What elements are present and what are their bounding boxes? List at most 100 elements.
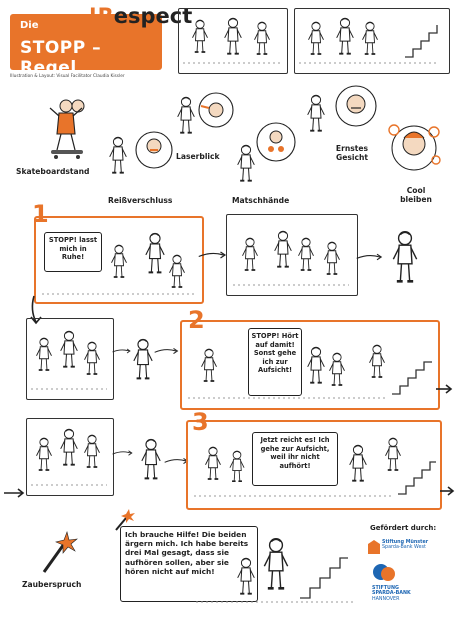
step1-speech-bubble: STOPP! lasst mich in Ruhe! — [44, 232, 102, 272]
stairs-icon — [405, 25, 438, 58]
ground-line — [31, 388, 107, 390]
kid-figure — [110, 244, 128, 280]
kid-figure — [59, 427, 79, 469]
title-banner: Die STOPP – Regel — [10, 14, 162, 78]
magic-wand-small-icon — [115, 509, 135, 531]
kid-figure — [35, 437, 53, 473]
laser-kid-figure — [176, 92, 234, 148]
step2-panel: STOPP! Hört auf damit! Sonst gehe ich zu… — [180, 320, 440, 410]
kid-figure — [223, 17, 243, 57]
kid-figure — [273, 229, 293, 271]
step1-result-panel — [226, 214, 358, 296]
kid-figure — [328, 352, 346, 388]
kid-figure — [35, 337, 53, 373]
page-title: STOPP – Regel — [20, 38, 102, 78]
magic-speech-text: Ich brauche Hilfe! Die beiden ärgern mic… — [125, 530, 249, 576]
stairs-icon — [398, 461, 436, 495]
mud-hands-kid-figure — [236, 122, 296, 188]
kid-figure — [348, 444, 368, 484]
flow-arrow — [198, 250, 228, 260]
pose-label-zipper: Reißverschluss — [108, 196, 173, 205]
ground-line — [188, 397, 388, 399]
sponsor-1-line1: Stiftung Münster — [382, 540, 429, 545]
step3-panel: Jetzt reicht es! Ich gehe zur Aufsicht, … — [186, 420, 442, 510]
kid-figure — [132, 336, 154, 384]
kid-figure — [228, 450, 246, 484]
ground-line — [233, 284, 349, 286]
kid-figure — [83, 433, 101, 471]
title-line1: Die — [20, 20, 39, 31]
sponsor-2-line3: HANNOVER — [372, 596, 400, 602]
sponsor-1: Stiftung Münster Sparda-Bank West — [382, 540, 428, 551]
kid-figure — [204, 446, 222, 482]
step3-speech-bubble: Jetzt reicht es! Ich gehe zur Aufsicht, … — [252, 432, 338, 486]
flow-arrow — [356, 252, 384, 262]
kid-figure — [335, 17, 355, 57]
pose-label-laser: Laserblick — [176, 152, 220, 161]
illustration-credit: Illustration & Layout: Visual Facilitato… — [10, 74, 125, 79]
kid-figure — [59, 329, 79, 371]
intro-panel-1 — [178, 8, 288, 74]
kid-figure — [140, 436, 162, 484]
cool-kid-figure — [388, 124, 441, 171]
ground-line — [194, 495, 394, 497]
zipper-kid-figure — [108, 131, 173, 188]
flow-arrow-down — [30, 295, 42, 325]
ground-line — [31, 484, 107, 486]
kid-figure — [83, 341, 101, 377]
stairs-icon — [392, 361, 432, 395]
pose-label-mud: Matschhände — [232, 196, 290, 205]
kid-figure — [144, 232, 166, 276]
serious-face-kid-figure — [306, 85, 377, 142]
kid-figure — [200, 348, 218, 384]
kid-figure — [306, 346, 326, 386]
step2-speech-text: STOPP! Hört auf damit! Sonst gehe ich zu… — [251, 332, 299, 374]
skateboard-kid-figure — [49, 99, 85, 159]
magic-wand-icon — [42, 530, 78, 573]
flow-arrow — [4, 488, 25, 498]
pose-label-cool: Cool bleiben — [400, 186, 432, 204]
pose-label-serious: Ernstes Gesicht — [335, 144, 369, 162]
step3-speech-text: Jetzt reicht es! Ich gehe zur Aufsicht, … — [260, 436, 330, 470]
kid-figure — [307, 21, 325, 57]
sponsors-heading: Gefördert durch: — [370, 524, 437, 532]
kid-cheering-figure — [390, 230, 420, 286]
step3-lead-panel — [26, 418, 114, 496]
kid-figure — [297, 237, 315, 273]
kid-figure — [323, 241, 341, 277]
kid-figure — [191, 19, 209, 55]
step1-panel: STOPP! lasst mich in Ruhe! — [34, 216, 204, 304]
magic-speech-bubble: Ich brauche Hilfe! Die beiden ärgern mic… — [120, 526, 258, 602]
flow-arrow — [154, 346, 180, 356]
kid-figure — [368, 342, 386, 382]
flow-arrow — [112, 346, 132, 356]
brand-logo: !Respect — [88, 4, 192, 28]
kid-figure — [361, 21, 379, 57]
kid-figure — [253, 21, 271, 57]
kid-figure — [168, 254, 186, 290]
sponsor-2: STIFTUNG SPARDA-BANK HANNOVER — [372, 586, 411, 602]
magic-spell-label: Zauberspruch — [22, 580, 82, 589]
step2-speech-bubble: STOPP! Hört auf damit! Sonst gehe ich zu… — [248, 328, 302, 396]
kid-figure — [236, 556, 256, 598]
brand-mark: !R — [88, 4, 114, 28]
pose-label-skateboard: Skateboardstand — [16, 167, 90, 176]
flow-arrow — [440, 486, 455, 496]
sponsor-1-line2: Sparda-Bank West — [382, 545, 426, 551]
intro-panel-2 — [294, 8, 450, 74]
adult-figure — [262, 530, 290, 600]
ground-line — [196, 601, 356, 603]
ground-line — [299, 62, 439, 64]
stiftung-hannover-logo-icon — [373, 564, 395, 581]
stairs-icon — [300, 557, 348, 599]
ground-line — [183, 62, 283, 64]
flow-arrow — [436, 384, 453, 394]
step2-lead-panel — [26, 318, 114, 400]
sponsor-2-line1: STIFTUNG — [372, 586, 399, 591]
kid-figure — [241, 237, 259, 273]
ground-line — [42, 293, 194, 295]
step-number-3: 3 — [192, 408, 209, 436]
step1-speech-text: STOPP! lasst mich in Ruhe! — [48, 236, 98, 261]
flow-arrow — [112, 448, 134, 458]
step-number-1: 1 — [32, 200, 49, 228]
